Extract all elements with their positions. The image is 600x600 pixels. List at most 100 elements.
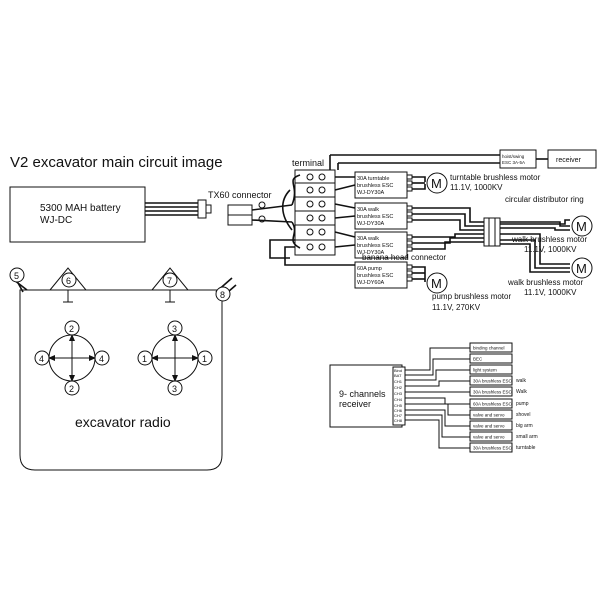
channel-device: 30A brushless ESC xyxy=(473,379,513,384)
esc-walk-1: 30A walk brushless ESC WJ-DY30A xyxy=(354,202,408,230)
channel-map: binding channel BEC light system 30A bru… xyxy=(469,342,538,453)
battery-box xyxy=(9,186,146,243)
diagram-title: V2 excavator main circuit image xyxy=(10,154,223,171)
channel-label: CH2 xyxy=(394,385,403,390)
channel-label: CH7 xyxy=(394,413,403,418)
channel-function: small arm xyxy=(516,434,538,440)
top-receiver: hoist/swing ESC 3A-5A receiver xyxy=(499,149,597,169)
receiver-label: receiver xyxy=(556,157,582,164)
battery-plug xyxy=(197,199,207,219)
motor-symbol xyxy=(571,215,593,237)
excavator-radio: 5 6 7 8 2 4 4 2 xyxy=(9,267,237,471)
channel-row: 30A brushless ESC turntable xyxy=(469,442,536,453)
esc-model: WJ-DY30A xyxy=(357,221,385,227)
channel-label: CH5 xyxy=(394,403,403,408)
channel-function: big arm xyxy=(516,423,533,429)
motor-spec: 11.1V, 270KV xyxy=(432,303,481,312)
esc-model: WJ-DY60A xyxy=(357,280,385,286)
marker-6: 6 xyxy=(66,276,71,286)
channel-device: valve and servo xyxy=(473,424,505,429)
motor-spec: 11.1V, 1000KV xyxy=(524,288,577,297)
channel-function: shovel xyxy=(516,412,530,418)
motor-spec: 11.1V, 1000KV xyxy=(450,183,503,192)
motor-walk-1: M walk brushless motor 11.1V, 1000KV xyxy=(511,215,593,254)
motor-letter: M xyxy=(576,261,587,276)
motor-symbol xyxy=(426,172,448,194)
nine-channel-receiver: 9- channels receiver Bind BAT CH1 CH2 CH… xyxy=(329,347,470,449)
radio-label: excavator radio xyxy=(75,414,171,430)
channel-function: walk xyxy=(516,378,527,384)
battery-model: WJ-DC xyxy=(40,215,72,226)
battery-label: 5300 MAH battery xyxy=(40,203,121,214)
channel-row: binding channel xyxy=(469,342,513,353)
tx60-connector: TX60 connector xyxy=(208,190,293,226)
esc-pump: 60A pump brushless ESC WJ-DY60A xyxy=(354,261,408,289)
motor-pump: M pump brushless motor 11.1V, 270KV xyxy=(426,272,511,312)
terminal-wiring xyxy=(269,154,500,266)
channel-row: valve and servo shovel xyxy=(469,409,530,420)
marker-7: 7 xyxy=(167,276,172,286)
terminal-block: terminal xyxy=(281,158,336,256)
receiver-box xyxy=(547,149,597,169)
motor-letter: M xyxy=(431,176,442,191)
motor-letter: M xyxy=(431,276,442,291)
radio-body xyxy=(19,289,223,471)
motor-spec: 11.1V, 1000KV xyxy=(524,245,577,254)
motor-name: walk brushless motor xyxy=(507,278,583,287)
esc-walk-2: 30A walk brushless ESC WJ-DY30A xyxy=(354,231,408,259)
left-left-marker: 4 xyxy=(39,354,44,364)
motor-name: pump brushless motor xyxy=(432,292,511,301)
channel-label: CH4 xyxy=(394,397,403,402)
channel-row: 30A brushless ESC Walk xyxy=(469,386,527,397)
channel-label: BAT xyxy=(394,373,402,378)
channel-function: pump xyxy=(516,401,529,407)
channel-function: turntable xyxy=(516,445,536,451)
right-left-marker: 1 xyxy=(142,354,147,364)
channel-label: Bind xyxy=(394,368,402,373)
esc-turntable: 30A turntable brushless ESC WJ-DY30A xyxy=(354,171,408,199)
marker-8: 8 xyxy=(220,290,225,300)
channel-device: 30A brushless ESC xyxy=(473,390,513,395)
channel-device: BEC xyxy=(473,357,483,362)
right-stick: 3 1 1 3 xyxy=(137,320,213,396)
tx60-label: TX60 connector xyxy=(208,190,272,200)
channel-label: CH6 xyxy=(394,408,403,413)
hoist-esc-box xyxy=(499,149,537,169)
left-down-marker: 2 xyxy=(69,384,74,394)
left-right-marker: 4 xyxy=(99,354,104,364)
hoist-esc-label: hoist/swing xyxy=(502,154,525,159)
channel-row: light system xyxy=(469,364,513,375)
esc-model: WJ-DY30A xyxy=(357,190,385,196)
esc-label: 30A walk xyxy=(357,236,379,242)
channel-row: BEC xyxy=(469,353,513,364)
distributor-ring: circular distributor ring xyxy=(483,195,584,273)
channel-label: CH1 xyxy=(394,379,403,384)
motor-symbol xyxy=(426,272,448,294)
esc-type: brushless ESC xyxy=(357,273,393,279)
channel-label: CH8 xyxy=(394,418,403,423)
channel-row: valve and servo small arm xyxy=(469,431,538,442)
channel-device: 30A brushless ESC xyxy=(473,446,513,451)
esc-type: brushless ESC xyxy=(357,214,393,220)
esc-model: WJ-DY30A xyxy=(357,250,385,256)
right-right-marker: 1 xyxy=(202,354,207,364)
channel-row: 60A brushless ESC pump xyxy=(469,398,529,409)
battery: 5300 MAH battery WJ-DC xyxy=(9,186,212,243)
right-up-marker: 3 xyxy=(172,324,177,334)
motor-walk-2: M walk brushless motor 11.1V, 1000KV xyxy=(507,257,593,297)
left-up-marker: 2 xyxy=(69,324,74,334)
hoist-esc-model: ESC 3A-5A xyxy=(502,160,525,165)
receiver-title-2: receiver xyxy=(339,399,371,409)
motor-symbol xyxy=(571,257,593,279)
right-down-marker: 3 xyxy=(172,384,177,394)
motor-turntable: M turntable brushless motor 11.1V, 1000K… xyxy=(426,172,541,194)
channel-device: binding channel xyxy=(473,346,505,351)
channel-device: 60A brushless ESC xyxy=(473,402,513,407)
esc-label: 30A walk xyxy=(357,207,379,213)
motor-name: walk brushless motor xyxy=(511,235,587,244)
channel-device: valve and servo xyxy=(473,413,505,418)
channel-label: CH3 xyxy=(394,391,403,396)
esc-label: 30A turntable xyxy=(357,176,389,182)
channel-device: valve and servo xyxy=(473,435,505,440)
